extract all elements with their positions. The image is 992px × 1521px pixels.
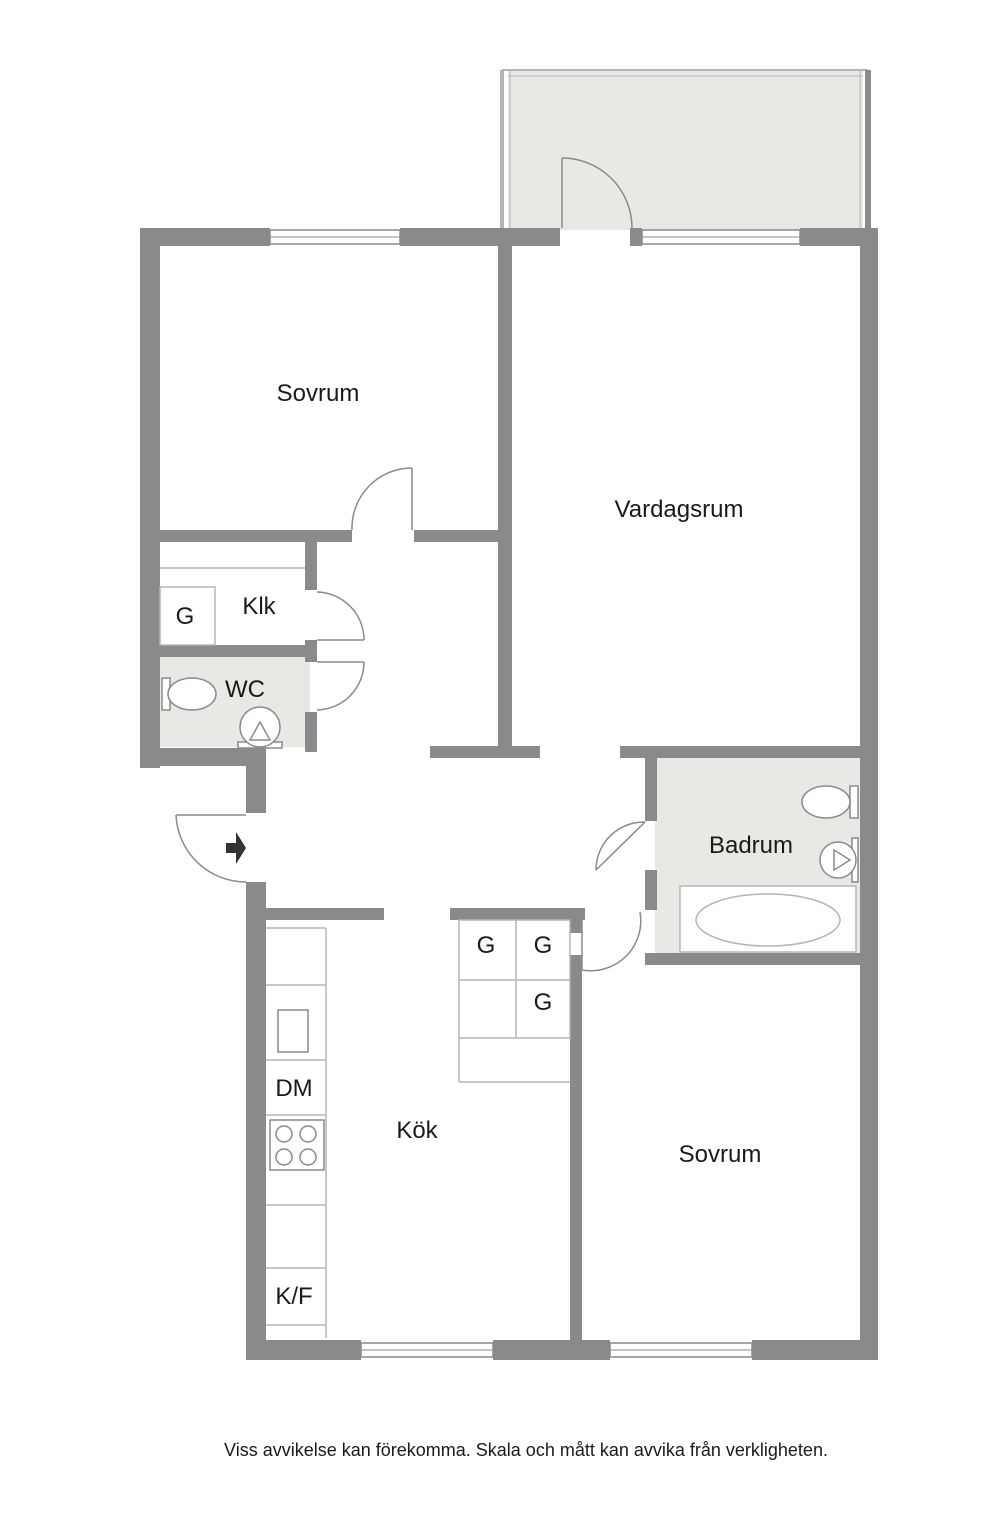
- room-label-vardagsrum: Vardagsrum: [615, 496, 744, 523]
- room-label-badrum: Badrum: [709, 832, 793, 859]
- doors: [175, 157, 646, 972]
- bathtub-icon: [679, 885, 857, 953]
- balcony: [500, 69, 871, 230]
- bath-sink-icon: [819, 837, 859, 883]
- dishwasher-label: DM: [275, 1075, 312, 1102]
- disclaimer-text: Viss avvikelse kan förekomma. Skala och …: [224, 1440, 828, 1460]
- kitchen-sink-icon: [277, 1009, 309, 1053]
- room-label-kok: Kök: [396, 1117, 438, 1144]
- kitchen-counter: [266, 927, 327, 1338]
- bath-toilet-icon: [801, 785, 859, 819]
- wardrobe-label: G: [477, 932, 496, 959]
- room-label-klk: Klk: [242, 593, 276, 620]
- klk-storage: [159, 567, 305, 646]
- wardrobe-label: G: [534, 989, 553, 1016]
- fridge-freezer-label: K/F: [275, 1283, 312, 1310]
- entrance-arrow-icon: [226, 832, 246, 864]
- wc-toilet-icon: [161, 677, 217, 711]
- wardrobe-label: G: [534, 932, 553, 959]
- room-label-sovrum-bottom: Sovrum: [679, 1141, 762, 1168]
- room-label-wc: WC: [225, 676, 265, 703]
- walls: [140, 228, 878, 1360]
- windows: [269, 229, 801, 1358]
- room-label-sovrum-top: Sovrum: [277, 380, 360, 407]
- wardrobe-label: G: [176, 603, 195, 630]
- kitchen-wardrobes: [458, 919, 571, 1083]
- stove-icon: [269, 1119, 325, 1171]
- wc-sink-icon: [237, 706, 283, 749]
